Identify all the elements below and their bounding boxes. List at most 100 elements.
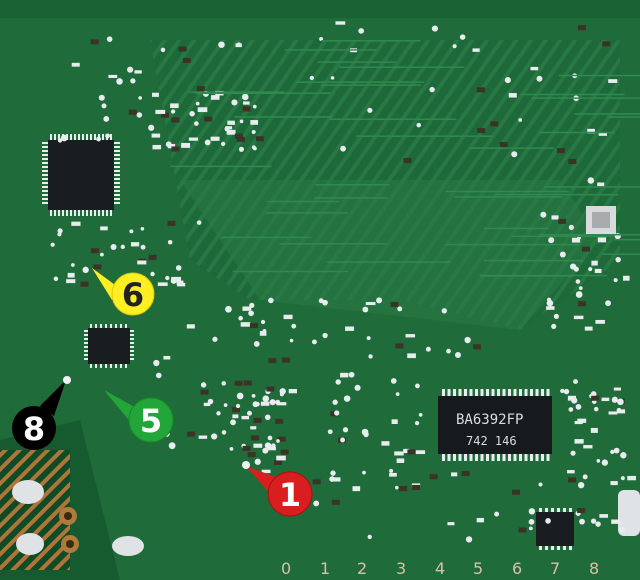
via: [53, 276, 59, 282]
qfn-pin: [84, 346, 88, 348]
via: [330, 470, 336, 476]
small-ic-pin: [551, 546, 554, 550]
ba-pin: [524, 389, 528, 396]
qfn-pin: [84, 358, 88, 360]
ba-pin: [458, 389, 462, 396]
marker-8-badge: [12, 406, 56, 450]
smd-pad: [242, 306, 252, 311]
via: [545, 518, 551, 524]
via: [327, 429, 333, 435]
qfn-pin: [84, 354, 88, 356]
via: [551, 323, 557, 329]
qfn-pin: [130, 350, 134, 352]
via: [361, 428, 369, 436]
via: [620, 452, 627, 459]
smd-pad: [108, 74, 118, 79]
via: [100, 252, 104, 257]
via: [319, 37, 324, 42]
smd-resistor: [477, 127, 486, 133]
ba-pin: [513, 454, 517, 461]
via: [212, 336, 218, 342]
via: [195, 101, 200, 106]
trace-line: [539, 234, 640, 236]
via: [218, 41, 225, 49]
trace-line: [544, 186, 640, 188]
via: [394, 485, 399, 490]
smd-pad: [405, 334, 416, 338]
qfp-pin: [62, 210, 64, 216]
via: [289, 338, 294, 343]
via: [229, 446, 234, 451]
via: [613, 278, 618, 283]
oval-pad: [112, 536, 144, 556]
smd-pad: [66, 279, 76, 284]
marker-1-label: 1: [279, 476, 301, 514]
via: [238, 315, 243, 321]
qfn-pin: [84, 334, 88, 336]
via: [343, 395, 351, 402]
via: [367, 534, 372, 540]
via: [291, 323, 297, 329]
smd-pad: [571, 237, 581, 243]
via: [528, 518, 535, 525]
smd-resistor: [167, 220, 176, 226]
smd-resistor: [236, 136, 245, 142]
qfn-pin: [130, 346, 134, 348]
smd-resistor: [268, 358, 277, 364]
smd-resistor: [80, 281, 89, 287]
via: [366, 336, 371, 341]
smd-resistor: [171, 146, 180, 152]
ba-pin: [480, 454, 484, 461]
via: [140, 226, 145, 231]
qfn-pin: [110, 324, 112, 328]
smd-resistor: [429, 474, 438, 480]
trace-line: [266, 200, 339, 203]
smd-pad: [574, 439, 584, 444]
smd-resistor: [331, 499, 340, 505]
qfn-pin: [110, 364, 112, 368]
via: [390, 378, 397, 384]
label-patch-inner: [592, 212, 610, 228]
via: [221, 430, 227, 435]
smd-resistor: [255, 136, 264, 142]
smd-pad: [403, 448, 410, 454]
smd-pad: [577, 418, 587, 423]
smd-pad: [211, 95, 220, 100]
smd-pad: [594, 268, 602, 274]
via: [225, 305, 232, 313]
smd-resistor: [200, 389, 209, 395]
smd-pad: [617, 409, 626, 414]
via: [431, 25, 439, 32]
trace-line: [558, 74, 640, 77]
via: [155, 372, 162, 379]
smd-pad: [242, 101, 250, 105]
marker-8-point: [63, 376, 71, 384]
via: [540, 211, 547, 218]
qfn-pin: [95, 364, 97, 368]
smd-pad: [283, 314, 293, 320]
smd-pad: [551, 215, 559, 220]
smd-pad: [381, 441, 390, 446]
via: [110, 244, 117, 251]
via: [528, 526, 533, 531]
via: [153, 359, 160, 367]
via: [441, 308, 448, 314]
smd-resistor: [178, 46, 187, 52]
via: [414, 420, 420, 426]
scale-label-5: 5: [473, 559, 483, 578]
ba-pin: [491, 389, 495, 396]
qfp-pin: [42, 194, 48, 196]
ba-pin: [475, 389, 478, 396]
smd-pad: [250, 426, 257, 430]
smd-pad: [345, 326, 355, 331]
smd-pad: [186, 324, 195, 329]
ba-pin: [458, 454, 462, 461]
qfn-pin: [84, 350, 88, 352]
via: [96, 136, 101, 142]
via: [342, 427, 349, 433]
marker-6-badge: [111, 272, 155, 316]
qfn-pin: [120, 324, 122, 328]
smd-pad: [167, 143, 176, 149]
via: [446, 348, 451, 354]
